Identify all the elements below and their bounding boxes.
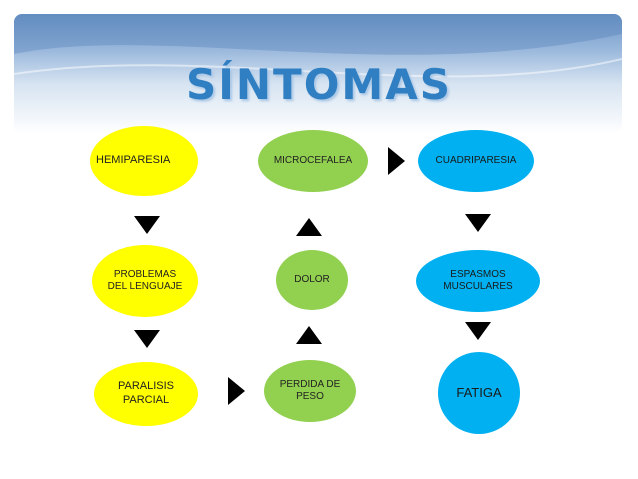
arrow-down-espasmos-to-fatiga <box>465 322 491 340</box>
node-paralisis-parcial: PARALISIS PARCIAL <box>94 362 198 426</box>
node-microcefalea: MICROCEFALEA <box>258 130 368 192</box>
arrow-up-perdida-to-dolor <box>296 326 322 344</box>
node-perdida-de-peso: PERDIDA DE PESO <box>264 360 356 422</box>
arrow-down-problemas-to-paralisis <box>134 330 160 348</box>
node-espasmos-musculares: ESPASMOS MUSCULARES <box>416 250 540 312</box>
node-dolor: DOLOR <box>276 250 348 310</box>
node-fatiga: FATIGA <box>438 352 520 434</box>
node-problemas-del-lenguaje: PROBLEMAS DEL LENGUAJE <box>92 245 198 317</box>
node-hemiparesia: HEMIPARESIA <box>90 126 198 196</box>
banner-wave-decoration <box>14 14 622 78</box>
arrow-down-hemiparesia-to-problemas <box>134 216 160 234</box>
node-cuadriparesia: CUADRIPARESIA <box>418 130 534 192</box>
arrow-right-microcefalea-to-cuadriparesia <box>388 147 405 175</box>
page-title: SÍNTOMAS <box>186 60 452 109</box>
arrow-up-dolor-to-microcefalea <box>296 218 322 236</box>
header-banner <box>14 14 622 134</box>
arrow-down-cuadriparesia-to-espasmos <box>465 214 491 232</box>
arrow-right-paralisis-to-perdida <box>228 377 245 405</box>
